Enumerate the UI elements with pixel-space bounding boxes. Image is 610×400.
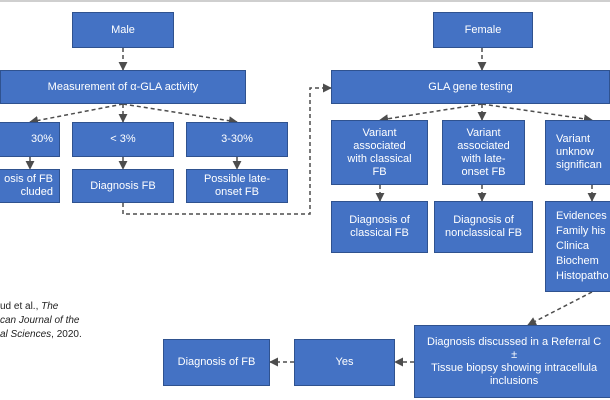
citation: ud et al., The can Journal of the al Sci… (0, 300, 126, 342)
diagnosis-classical-box: Diagnosis of classical FB (331, 201, 428, 253)
evidences-box: Evidences Family his Clinica Biochem His… (545, 201, 610, 292)
citation-journal-part3: al Sciences (0, 329, 52, 340)
alpha-gla-measurement-box: Measurement of α-GLA activity (0, 70, 246, 104)
yes-label: Yes (335, 356, 354, 368)
arrow-gene-to-unknown (481, 103, 593, 124)
arrow-measurement-to-30 (29, 103, 124, 125)
possible-late-onset-box: Possible late- onset FB (186, 169, 288, 203)
referral-centre-box: Diagnosis discussed in a Referral C ± Ti… (414, 325, 610, 398)
referral-centre-label: Diagnosis discussed in a Referral C ± Ti… (427, 335, 602, 387)
diagnosis-nonclassical-label: Diagnosis of nonclassical FB (444, 214, 523, 239)
gene-testing-label: GLA gene testing (428, 80, 513, 93)
activity-3-30-box: 3-30% (186, 122, 288, 157)
female-box: Female (433, 12, 533, 48)
variant-late-onset-label: Variant associated with late- onset FB (457, 126, 510, 178)
gla-gene-testing-box: GLA gene testing (331, 70, 610, 104)
variant-unknown-label: Variant unknow significan (556, 133, 602, 171)
variant-late-onset-box: Variant associated with late- onset FB (442, 120, 525, 185)
fb-excluded-label: osis of FB cluded (4, 173, 53, 198)
diagnosis-of-fb-box: Diagnosis of FB (163, 339, 270, 386)
variant-classical-box: Variant associated with classical FB (331, 120, 428, 185)
activity-30-label: 30% (30, 133, 53, 145)
arrow-late-to-gene-testing (122, 83, 332, 215)
arrow-measurement-to-3-30 (122, 103, 238, 126)
diagnosis-fb-box: Diagnosis FB (72, 169, 174, 203)
citation-authors: ud et al., (0, 301, 42, 312)
evidences-label: Evidences Family his Clinica Biochem His… (556, 210, 609, 282)
activity-30-box: 30% (0, 122, 60, 157)
fb-excluded-box: osis of FB cluded (0, 169, 60, 203)
arrow-gene-to-classical (379, 103, 483, 124)
activity-lt3-box: < 3% (72, 122, 174, 157)
diagnosis-of-fb-label: Diagnosis of FB (177, 356, 256, 368)
diagnosis-nonclassical-box: Diagnosis of nonclassical FB (434, 201, 533, 253)
arrow-evidences-to-referral (527, 291, 593, 326)
diagnosis-fb-label: Diagnosis FB (90, 179, 156, 192)
male-box: Male (72, 12, 174, 48)
measurement-label: Measurement of α-GLA activity (47, 80, 199, 93)
citation-journal-part1: The (41, 301, 59, 312)
variant-unknown-box: Variant unknow significan (545, 120, 610, 185)
variant-classical-label: Variant associated with classical FB (347, 126, 412, 178)
citation-journal-part2: can Journal of the (0, 315, 80, 326)
diagnosis-classical-label: Diagnosis of classical FB (349, 214, 410, 239)
top-border (0, 0, 610, 2)
possible-late-onset-label: Possible late- onset FB (203, 173, 271, 198)
activity-lt3-label: < 3% (110, 133, 136, 145)
male-label: Male (111, 23, 135, 36)
citation-year: , 2020. (51, 329, 82, 340)
yes-box: Yes (294, 339, 395, 386)
activity-3-30-label: 3-30% (221, 133, 253, 145)
female-label: Female (464, 23, 502, 36)
